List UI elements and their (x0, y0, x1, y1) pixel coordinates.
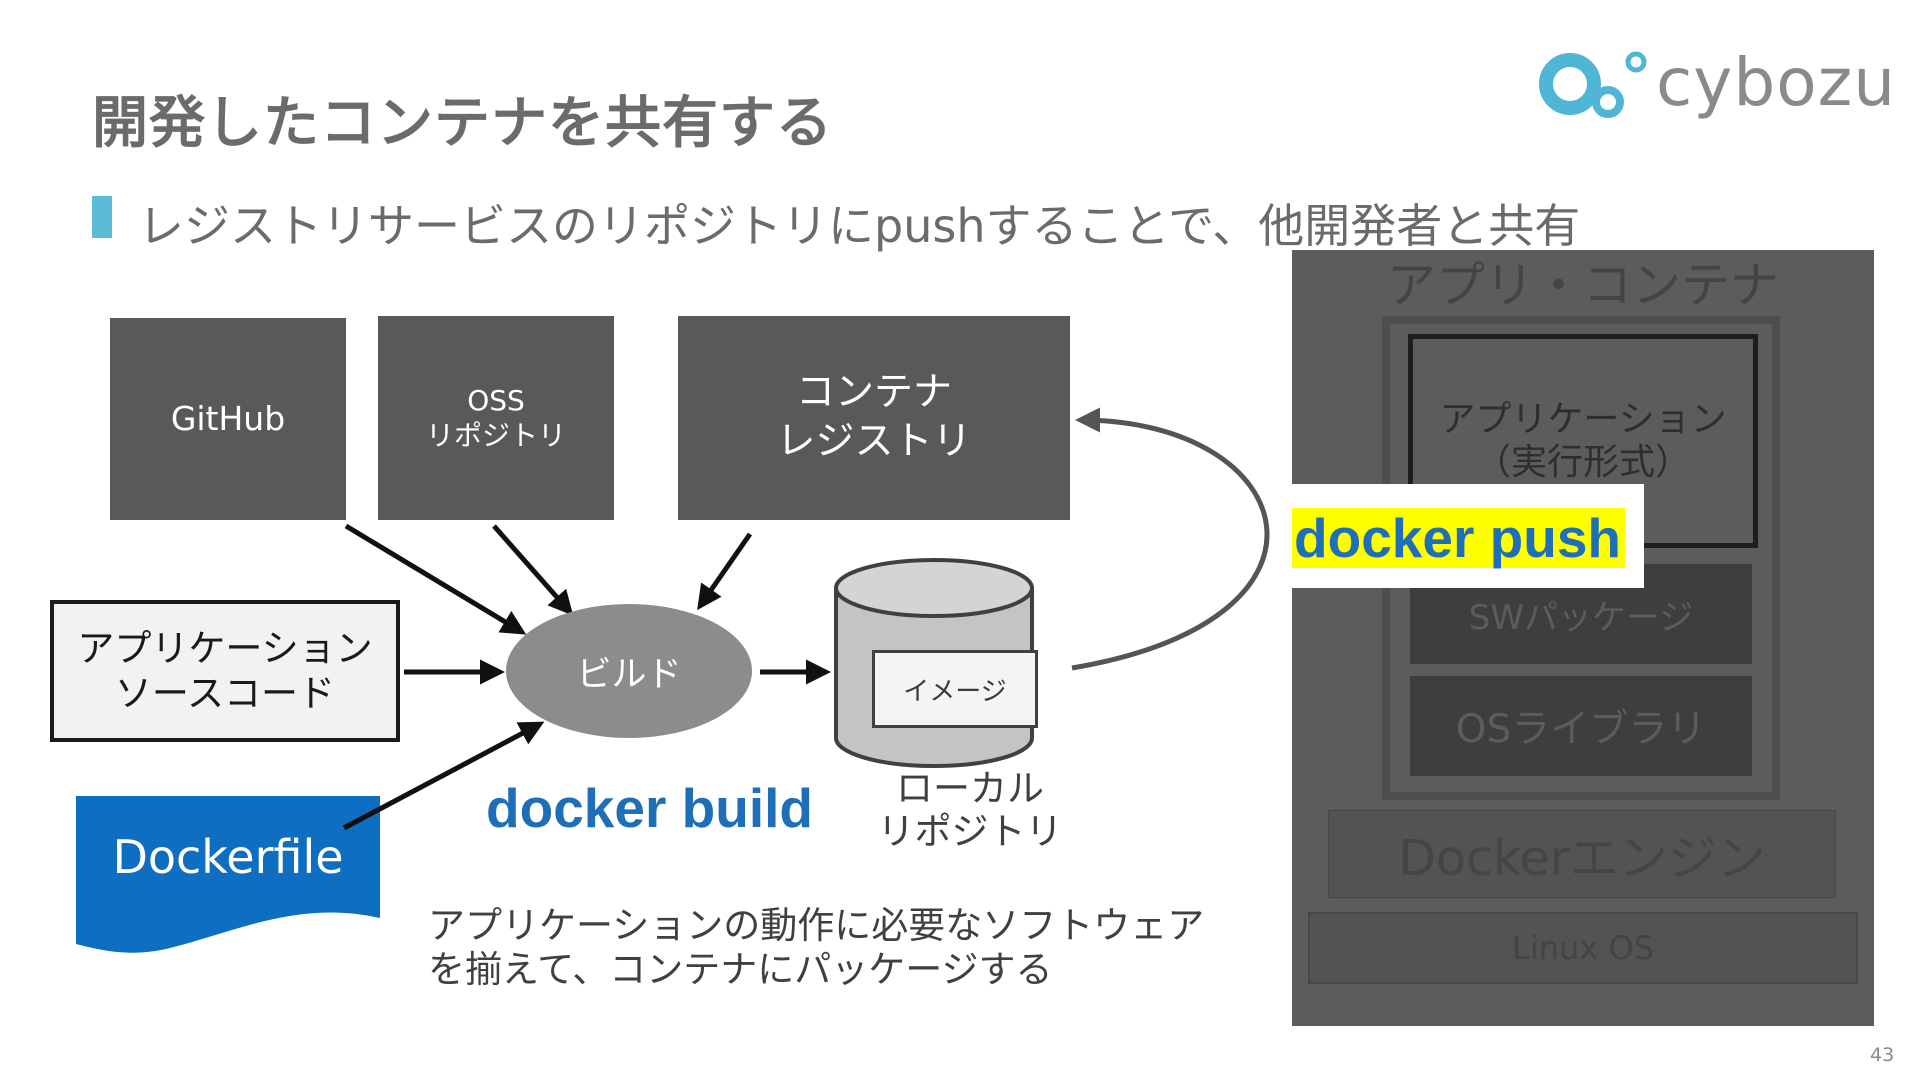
image-box: イメージ (872, 650, 1038, 728)
dockerfile-label: Dockerfile (112, 830, 344, 884)
build-step: ビルド (506, 604, 752, 738)
packaging-note: アプリケーションの動作に必要なソフトウェア を揃えて、コンテナにパッケージする (428, 904, 1204, 993)
arrow-dockerfile-to-build (342, 721, 545, 831)
page-number: 43 (1870, 1044, 1895, 1066)
os-library-box: OSライブラリ (1410, 676, 1752, 776)
logo-text: cybozu (1656, 44, 1897, 121)
registry-sublabel: レジストリ (776, 419, 972, 464)
slide-title: 開発したコンテナを共有する (92, 91, 833, 156)
github-box: GitHub (110, 318, 346, 520)
source-label: アプリケーション (77, 626, 373, 670)
oss-sublabel: リポジトリ (425, 419, 566, 452)
docker-engine-box: Dockerエンジン (1328, 810, 1836, 898)
cybozu-logo: cybozu (1538, 44, 1895, 128)
arrow-push-to-registry (1071, 407, 1270, 671)
docker-build-label: docker build (486, 777, 813, 839)
oss-repository-box: OSS リポジトリ (378, 316, 614, 520)
oss-label: OSS (467, 384, 525, 417)
note-line-1: アプリケーションの動作に必要なソフトウェア (428, 904, 1205, 947)
docker-push-label: docker push (1292, 508, 1626, 568)
arrow-github-to-build (344, 523, 527, 635)
bullet-marker (92, 196, 112, 238)
local-repository-label: ローカル リポジトリ (860, 767, 1080, 853)
app-executable-sublabel: （実行形式） (1474, 442, 1691, 483)
app-source-code-box: アプリケーション ソースコード (50, 600, 400, 742)
source-sublabel: ソースコード (114, 672, 336, 715)
slide-subtitle: レジストリサービスのリポジトリにpushすることで、他開発者と共有 (138, 199, 1581, 253)
arrow-oss-to-build (492, 524, 574, 616)
note-line-2: を揃えて、コンテナにパッケージする (428, 948, 1053, 992)
local-label: ローカル (896, 767, 1044, 810)
linux-os-box: Linux OS (1308, 912, 1858, 984)
container-registry-box: コンテナ レジストリ (678, 316, 1070, 520)
container-panel-title: アプリ・コンテナ (1386, 257, 1779, 314)
arrow-registry-to-build (697, 532, 753, 611)
logo-circles-icon (1539, 51, 1647, 118)
local-sublabel: リポジトリ (877, 809, 1063, 853)
app-executable-label: アプリケーション (1439, 398, 1727, 440)
registry-label: コンテナ (795, 370, 952, 416)
dockerfile-shape (76, 796, 380, 953)
